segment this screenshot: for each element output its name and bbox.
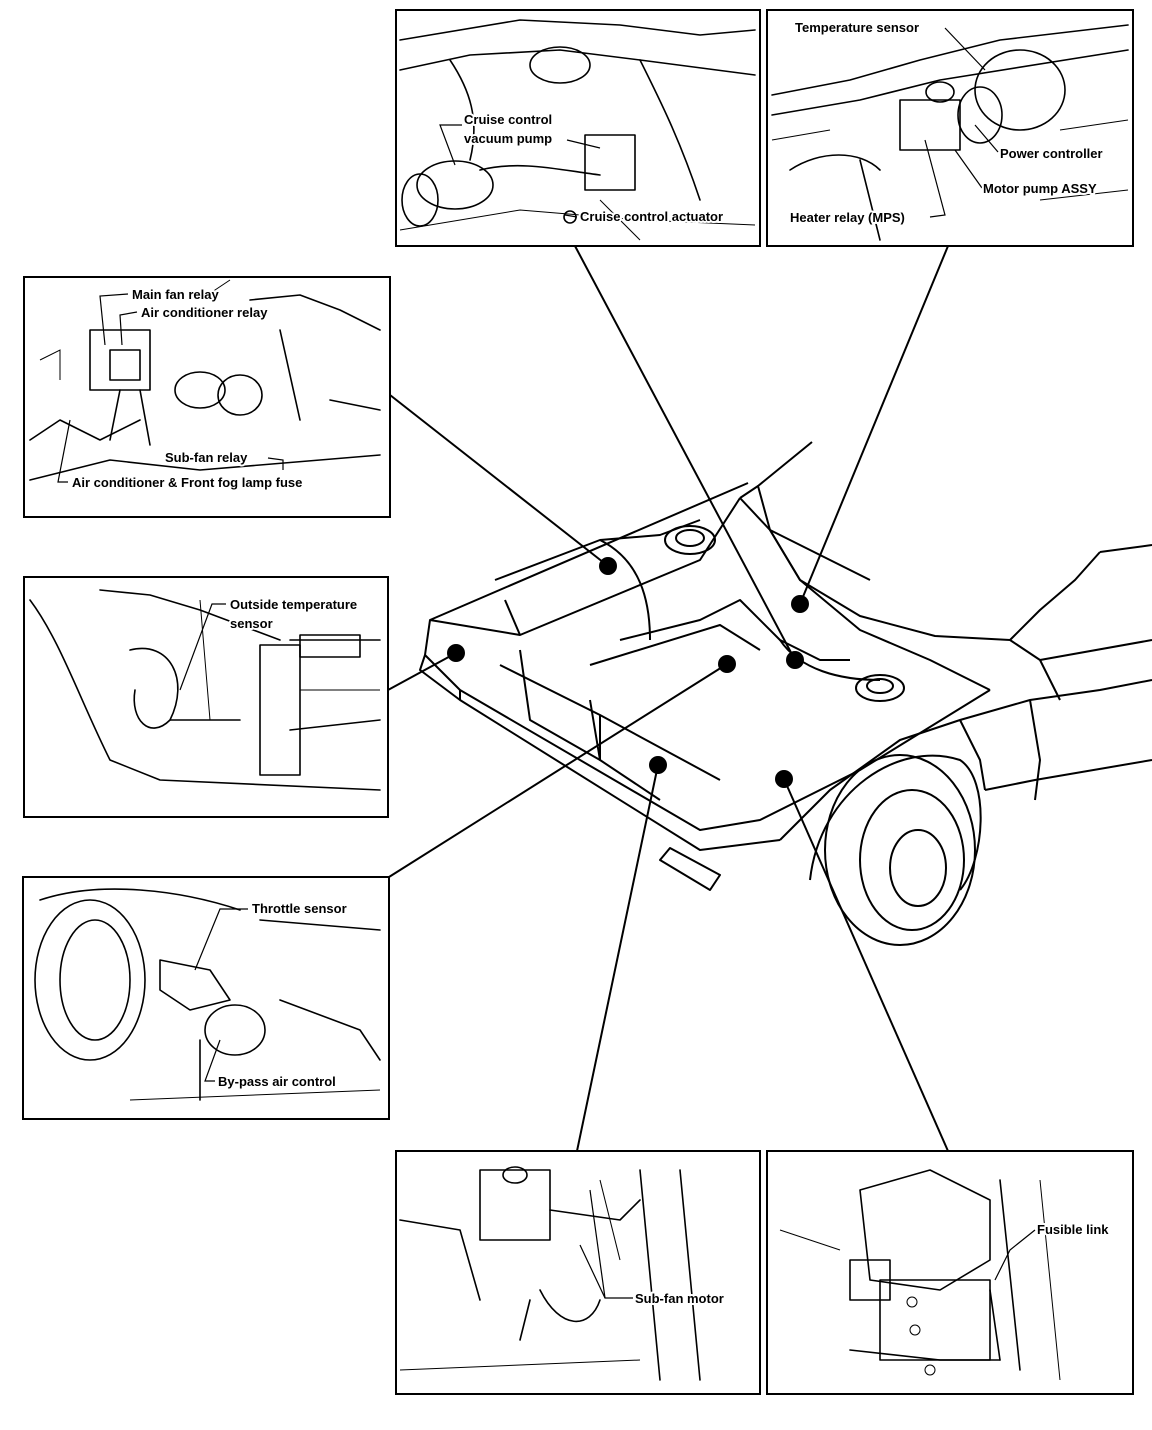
label-cruise-actuator: Cruise control actuator [580,209,723,224]
panel-motor-pump [766,9,1134,247]
label-ac-fog-fuse: Air conditioner & Front fog lamp fuse [72,475,302,490]
label-throttle-sensor: Throttle sensor [252,901,347,916]
panel-outside-temperature [23,576,389,818]
label-cruise-vacuum-pump-2: vacuum pump [464,131,552,146]
dot-cruise [786,651,804,669]
panel-fusible-link [766,1150,1134,1395]
callout-lines [57,27,1036,1299]
label-air-conditioner-relay: Air conditioner relay [141,305,268,320]
label-sub-fan-relay: Sub-fan relay [165,450,248,465]
dot-motor-pump [791,595,809,613]
dot-relays [599,557,617,575]
label-sub-fan-motor: Sub-fan motor [635,1291,724,1306]
dot-throttle [718,655,736,673]
panel-relays [23,276,391,518]
dot-fusible-link [775,770,793,788]
dot-sub-fan [649,756,667,774]
label-outside-temperature-1: Outside temperature [230,597,357,612]
location-dots [447,557,809,788]
component-labels: Cruise control vacuum pump Cruise contro… [70,18,1111,1308]
label-main-fan-relay: Main fan relay [132,287,219,302]
label-heater-relay: Heater relay (MPS) [790,210,905,225]
dot-outside-temperature [447,644,465,662]
label-outside-temperature-2: sensor [230,616,273,631]
label-bypass-air-control: By-pass air control [218,1074,336,1089]
leader-lines [387,245,949,1152]
label-motor-pump-assy: Motor pump ASSY [983,181,1097,196]
label-fusible-link: Fusible link [1037,1222,1109,1237]
panel-cruise-control [395,9,761,247]
label-power-controller: Power controller [1000,146,1103,161]
car-engine-bay-illustration [419,441,1152,946]
panel-sub-fan-motor [395,1150,761,1395]
label-cruise-vacuum-pump-1: Cruise control [464,112,552,127]
label-temperature-sensor: Temperature sensor [795,20,919,35]
